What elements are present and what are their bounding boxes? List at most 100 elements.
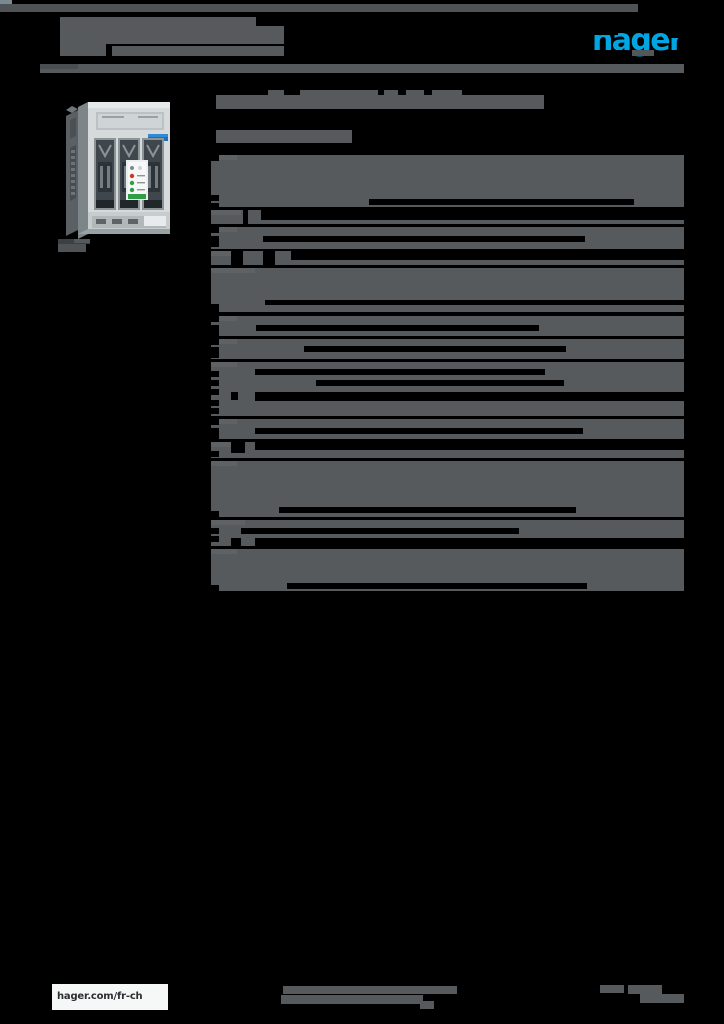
table-row-text-gap — [211, 528, 219, 534]
footer-url-box[interactable] — [52, 984, 168, 1010]
table-row-text-gap — [241, 528, 519, 534]
footer-center-gap-3 — [0, 30, 14, 39]
table-row-label — [211, 520, 245, 525]
table-row-text-gap — [231, 251, 243, 265]
table-row-text-gap — [211, 308, 219, 312]
table-row-label — [211, 210, 241, 215]
header-title-line-1 — [60, 17, 256, 26]
table-row-text-gap — [211, 353, 219, 358]
table-row-text-gap — [211, 203, 219, 207]
logo-redaction-top-left — [592, 26, 618, 35]
table-row-text-gap — [211, 511, 219, 517]
table-row-text-gap — [211, 536, 219, 542]
thumbnail-caption-block — [58, 244, 86, 252]
footer-center-gap-2 — [0, 21, 13, 30]
table-row-text-gap — [211, 389, 219, 395]
table-row — [211, 339, 684, 359]
table-row-text-gap — [211, 236, 219, 242]
table-row-label — [211, 549, 237, 554]
table-row-text-gap — [231, 392, 238, 400]
table-row — [211, 316, 684, 336]
table-row-text-gap — [211, 408, 219, 414]
table-row-separator — [211, 224, 684, 227]
table-row-label — [211, 419, 237, 424]
table-row — [211, 461, 684, 517]
table-row-text-gap — [255, 428, 583, 434]
header-title-line-2 — [60, 26, 284, 44]
table-row-text-gap — [256, 325, 539, 331]
table-row-text-gap — [211, 242, 219, 247]
header-subtitle-value — [112, 46, 284, 56]
table-row-text-gap — [263, 251, 275, 265]
header-divider-highlight — [0, 0, 12, 4]
table-row — [211, 268, 684, 312]
table-row-text-gap — [243, 210, 248, 224]
table-row-separator — [211, 458, 684, 461]
table-row-text-gap — [211, 451, 219, 457]
header-divider — [40, 64, 684, 73]
table-row-separator — [211, 359, 684, 362]
table-row — [211, 419, 684, 439]
table-row-text-gap — [211, 195, 219, 201]
table-row-separator — [211, 336, 684, 339]
table-row — [211, 442, 684, 458]
table-row-text-gap — [261, 210, 684, 220]
table-row-text-gap — [211, 371, 219, 377]
specification-table — [211, 155, 684, 591]
table-row-label — [211, 268, 255, 273]
section-subtitle — [216, 130, 352, 143]
table-row — [211, 520, 684, 546]
section-title — [216, 95, 544, 109]
table-row-label — [211, 316, 237, 321]
section-title-ascender-2 — [300, 90, 378, 95]
table-row-text-gap — [211, 434, 219, 439]
table-row-label — [211, 442, 237, 447]
table-row-text-gap — [211, 428, 219, 434]
table-row-text-gap — [369, 199, 634, 205]
table-row — [211, 227, 684, 249]
table-row-text-gap — [287, 583, 587, 589]
table-row-text-gap — [211, 316, 219, 322]
table-row-label — [211, 461, 237, 466]
table-row-text-gap — [255, 538, 684, 546]
footer-url[interactable]: hager.com/fr-ch — [57, 991, 143, 1002]
table-row-text-gap — [211, 347, 219, 353]
table-row-text-gap — [265, 300, 684, 305]
footer-page-number-underline — [640, 994, 684, 1003]
table-row-text-gap — [291, 251, 684, 260]
table-row-separator — [211, 265, 684, 268]
footer-page-prefix — [600, 985, 624, 993]
table-row-text-gap — [304, 346, 566, 352]
table-row-text-gap — [231, 442, 245, 453]
table-row-label — [211, 155, 237, 160]
section-title-ascender-5 — [432, 90, 462, 95]
table-row-separator — [211, 249, 684, 251]
table-row-label — [211, 339, 237, 344]
table-row-label — [211, 227, 237, 232]
table-row-separator — [211, 312, 684, 316]
page-footer: hager.com/fr-ch — [0, 4, 724, 1010]
table-row-text-gap — [211, 400, 219, 406]
section-title-ascender-1 — [268, 90, 284, 95]
footer-center-line-2 — [281, 995, 423, 1004]
table-row-separator — [211, 517, 684, 520]
thumbnail-caption-highlight — [74, 239, 90, 243]
table-row-text-gap — [255, 369, 545, 375]
table-row-text-gap — [211, 419, 219, 425]
table-row-label — [211, 362, 237, 367]
footer-center-line-1 — [283, 986, 457, 994]
product-photo — [58, 90, 184, 250]
footer-divider — [0, 4, 638, 12]
table-row-text-gap — [231, 538, 241, 546]
table-row — [211, 155, 684, 207]
table-row-label — [211, 251, 239, 256]
table-row-text-gap — [211, 325, 219, 331]
table-row-text-gap — [211, 155, 219, 161]
header-subtitle-label — [60, 44, 106, 56]
table-row-text-gap — [211, 585, 219, 591]
table-row-text-gap — [255, 442, 684, 450]
logo-redaction-bottom-right — [650, 51, 686, 59]
table-row — [211, 362, 684, 416]
header-divider-tag — [40, 64, 78, 69]
